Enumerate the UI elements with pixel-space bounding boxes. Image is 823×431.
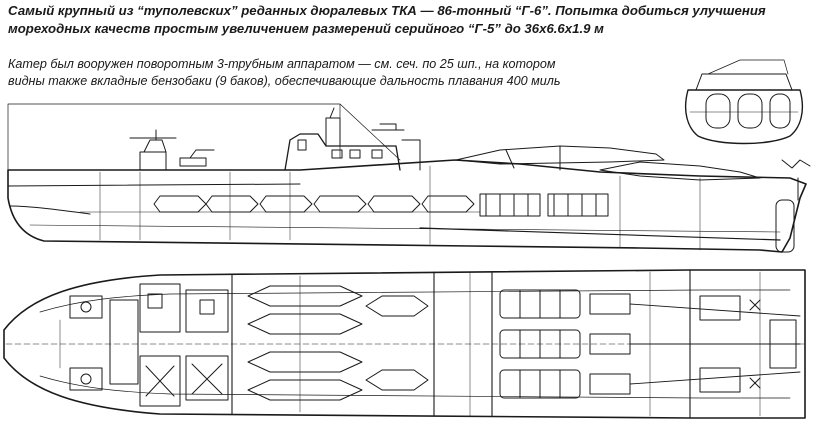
- torpedo-tube-side: [456, 146, 760, 180]
- side-elevation: [8, 104, 810, 252]
- mast-stay: [8, 104, 400, 170]
- stern-detail: [700, 296, 796, 392]
- fuel-tanks-plan: [248, 286, 428, 400]
- caption-description-line-1: Катер был вооружен поворотным 3-трубным …: [8, 57, 556, 71]
- side-hull-outline: [8, 160, 806, 252]
- midship-gun: [180, 150, 214, 166]
- fuel-tanks-side: [154, 196, 474, 212]
- rudder: [776, 160, 810, 252]
- plan-shafts: [630, 304, 800, 384]
- prop-shaft: [420, 228, 780, 240]
- forward-gun-mount: [130, 130, 176, 170]
- caption-title-line-2: мореходных качеств простым увеличением р…: [8, 21, 604, 36]
- caption-title-line-1: Самый крупный из “туполевских” реданных …: [8, 3, 766, 18]
- caption-description-line-2: видны также вкладные бензобаки (9 баков)…: [8, 74, 561, 88]
- forward-compartments: [140, 284, 228, 406]
- cross-section-frame-25: [686, 60, 803, 144]
- wheelhouse: [285, 108, 420, 170]
- engines-side: [480, 194, 608, 216]
- plan-view: [4, 270, 806, 418]
- bow-hatches: [70, 296, 138, 390]
- plan-hull-outline: [4, 270, 805, 418]
